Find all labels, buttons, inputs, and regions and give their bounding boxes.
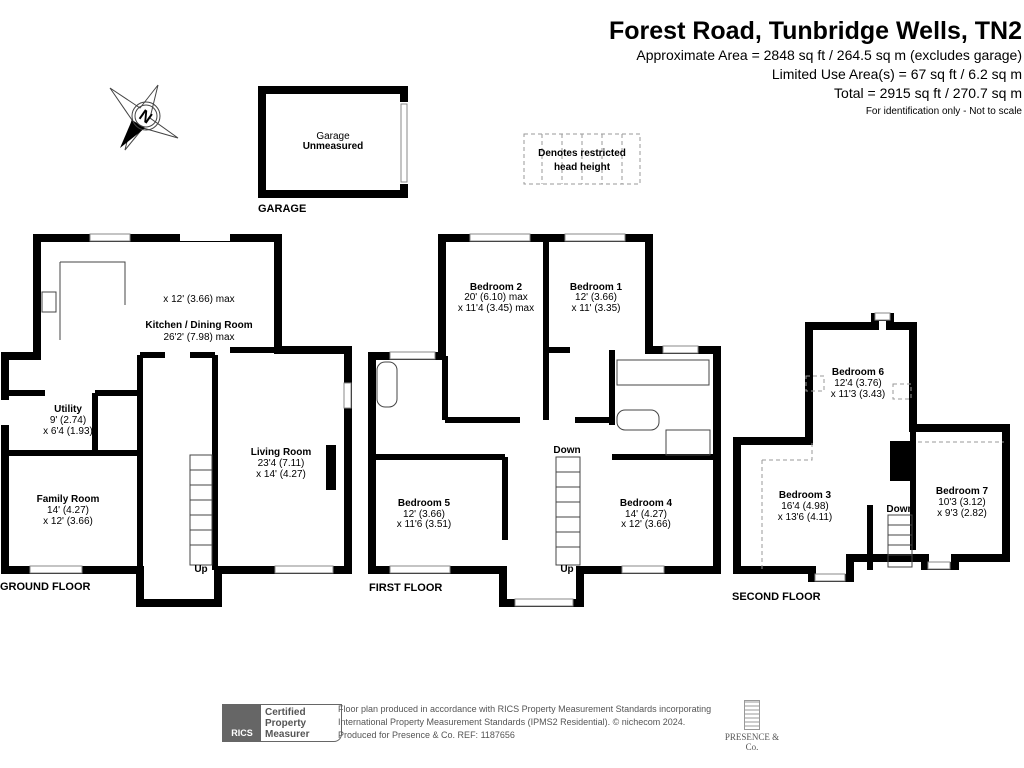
rics-badge: RICS Certified Property Measurer (222, 704, 342, 742)
family-room-name: Family Room (37, 494, 100, 505)
ground-floor-plan: Kitchen / Dining Room 26'2' (7.98) max x… (0, 233, 352, 607)
rics-badge-line1: Certified (265, 707, 306, 718)
first-stairs (555, 456, 581, 566)
header: Forest Road, Tunbridge Wells, TN2 Approx… (609, 16, 1022, 117)
living-room-dim1: 23'4 (7.11) (258, 458, 305, 469)
garage-dims: Unmeasured (303, 141, 364, 152)
garage-label: GARAGE (258, 203, 306, 215)
bedroom-4-name: Bedroom 4 (620, 498, 673, 509)
bedroom-5-dim2: x 11'6 (3.51) (397, 519, 452, 530)
second-floor-plan: Bedroom 6 12'4 (3.76) x 11'3 (3.43) Bedr… (732, 312, 1010, 603)
living-room-dim2: x 14' (4.27) (256, 469, 306, 480)
ground-stairs (189, 454, 213, 566)
legend-line2: head height (554, 162, 611, 173)
second-stairs (887, 514, 913, 568)
first-stairs-down: Down (553, 445, 580, 456)
bedroom-6-name: Bedroom 6 (832, 367, 885, 378)
bedroom-1-name: Bedroom 1 (570, 282, 623, 293)
living-room-name: Living Room (251, 447, 312, 458)
bedroom-3-dim1: 16'4 (4.98) (781, 501, 829, 512)
rics-badge-line3: Measurer (265, 729, 310, 740)
approximate-area: Approximate Area = 2848 sq ft / 264.5 sq… (636, 47, 1022, 63)
bedroom-7-name: Bedroom 7 (936, 486, 989, 497)
bedroom-3-dim2: x 13'6 (4.11) (778, 512, 833, 523)
restricted-height-legend: Denotes restricted head height (523, 133, 641, 185)
second-stairs-down: Down (886, 504, 913, 515)
bedroom-1-dim1: 12' (3.66) (575, 292, 617, 303)
utility-name: Utility (54, 404, 82, 415)
property-title: Forest Road, Tunbridge Wells, TN2 (608, 17, 1022, 45)
first-floor-plan: Bedroom 2 20' (6.10) max x 11'4 (3.45) m… (368, 233, 721, 607)
bedroom-6-dim2: x 11'3 (3.43) (831, 389, 886, 400)
footer-line3: Produced for Presence & Co. REF: 1187656 (338, 730, 515, 740)
family-room-dim2: x 12' (3.66) (43, 516, 93, 527)
rics-logo: RICS (223, 705, 261, 741)
bedroom-2-dim1: 20' (6.10) max (464, 292, 528, 303)
ground-floor-label: GROUND FLOOR (0, 581, 90, 593)
family-room-dim1: 14' (4.27) (47, 505, 89, 516)
bedroom-2-dim2: x 11'4 (3.45) max (458, 303, 534, 314)
bedroom-7-dim1: 10'3 (3.12) (938, 497, 986, 508)
limited-use-area: Limited Use Area(s) = 67 sq ft / 6.2 sq … (771, 66, 1022, 82)
ground-stairs-up: Up (194, 564, 207, 575)
second-floor-label: SECOND FLOOR (732, 591, 821, 603)
kitchen-dim1: 26'2' (7.98) max (163, 332, 234, 343)
garage-plan: Garage Unmeasured GARAGE (258, 86, 408, 215)
utility-dim2: x 6'4 (1.93) (43, 426, 93, 437)
garage-name: Garage (316, 131, 350, 142)
rics-badge-line2: Property (265, 718, 307, 729)
footer-text: Floor plan produced in accordance with R… (338, 703, 711, 742)
bedroom-4-dim2: x 12' (3.66) (621, 519, 671, 530)
total-area: Total = 2915 sq ft / 270.7 sq m (834, 85, 1022, 101)
bedroom-5-name: Bedroom 5 (398, 498, 451, 509)
first-stairs-up: Up (560, 564, 573, 575)
bedroom-2-name: Bedroom 2 (470, 282, 523, 293)
kitchen-name: Kitchen / Dining Room (145, 320, 252, 331)
footer-line1: Floor plan produced in accordance with R… (338, 704, 712, 714)
presence-brand: PRESENCE & Co. (724, 732, 780, 752)
compass-icon: N (109, 84, 179, 151)
presence-logo: PRESENCE & Co. (722, 700, 782, 752)
legend-line1: Denotes restricted (538, 148, 626, 159)
bedroom-3-name: Bedroom 3 (779, 490, 832, 501)
first-floor-label: FIRST FLOOR (369, 582, 442, 594)
utility-dim1: 9' (2.74) (50, 415, 86, 426)
bedroom-6-dim1: 12'4 (3.76) (834, 378, 882, 389)
bedroom-7-dim2: x 9'3 (2.82) (937, 508, 987, 519)
footer-line2: International Property Measurement Stand… (338, 717, 686, 727)
bedroom-5-dim1: 12' (3.66) (403, 509, 445, 520)
garage-door (400, 103, 408, 183)
bedroom-1-dim2: x 11' (3.35) (572, 303, 621, 314)
kitchen-dim2: x 12' (3.66) max (163, 294, 234, 305)
building-icon (744, 700, 760, 730)
garage-walls (258, 86, 408, 198)
first-floor-outer-walls (368, 234, 721, 607)
scale-note: For identification only - Not to scale (865, 106, 1022, 117)
bedroom-4-dim1: 14' (4.27) (625, 509, 667, 520)
